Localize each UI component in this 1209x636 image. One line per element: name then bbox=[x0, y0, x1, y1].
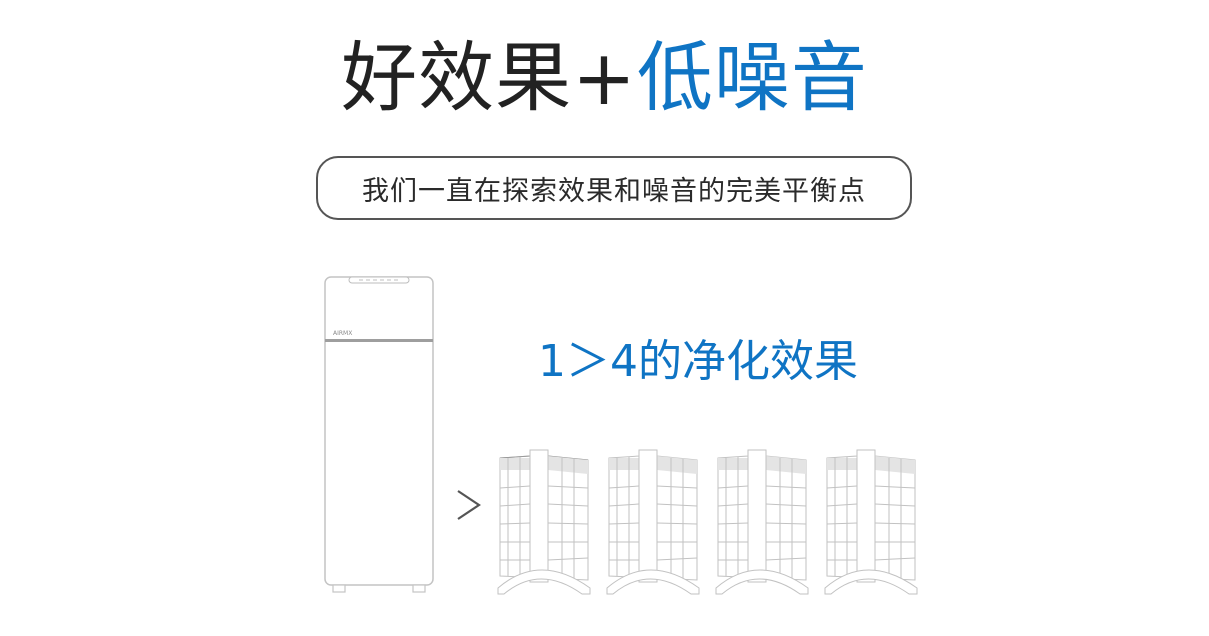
small-purifier-illustration bbox=[715, 449, 809, 595]
large-purifier-illustration: AIRMX bbox=[324, 276, 434, 593]
small-purifier-illustration bbox=[606, 449, 700, 595]
greater-than-icon bbox=[457, 490, 481, 520]
headline-part-effect: 好效果+ bbox=[341, 33, 637, 122]
headline: 好效果+低噪音 bbox=[0, 28, 1209, 128]
headline-part-low-noise: 低噪音 bbox=[636, 33, 868, 122]
tagline-pill: 我们一直在探索效果和噪音的完美平衡点 bbox=[316, 156, 912, 220]
tagline-text: 我们一直在探索效果和噪音的完美平衡点 bbox=[362, 175, 866, 207]
small-purifier-illustration bbox=[497, 449, 591, 595]
small-purifier-illustration bbox=[824, 449, 918, 595]
brand-logo: AIRMX bbox=[333, 330, 352, 337]
comparison-label: 1＞4的净化效果 bbox=[538, 336, 858, 387]
